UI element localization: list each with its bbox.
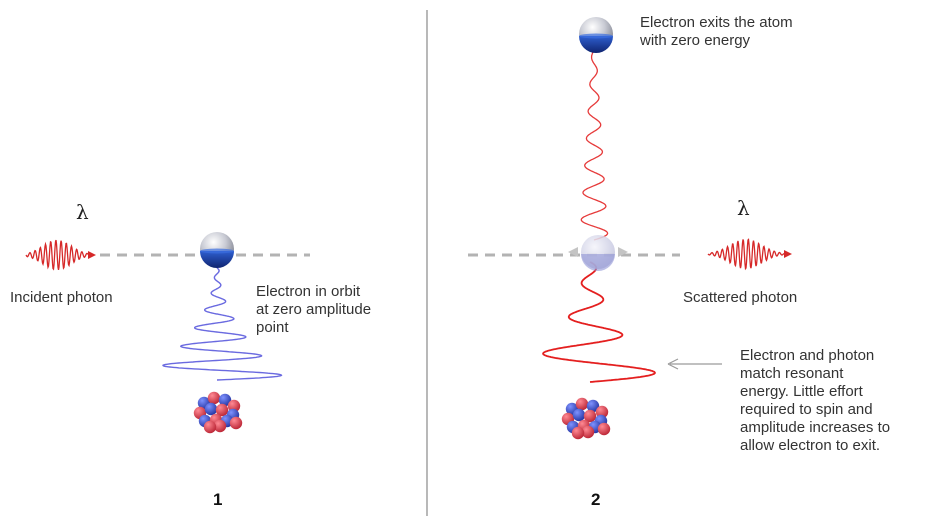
panel-number-2: 2 (591, 490, 601, 509)
atomic-nucleus-right (561, 397, 611, 440)
electron-exit-wave (580, 49, 609, 241)
exiting-electron (579, 17, 613, 53)
neutron-particle (586, 399, 600, 413)
proton-particle (597, 422, 611, 436)
proton-particle (227, 399, 241, 413)
high-amplitude-spiral (542, 261, 656, 383)
electron-in-orbit (200, 232, 234, 268)
low-amplitude-spiral (162, 267, 283, 381)
neutron-particle (572, 408, 586, 422)
proton-particle (575, 397, 589, 411)
resonance-explanation-label: Electron and photon match resonant energ… (740, 347, 891, 454)
scattered-photon-wave (707, 238, 792, 271)
proton-particle (595, 405, 609, 419)
resonance-pointer-arrow (667, 358, 722, 370)
neutron-particle (204, 402, 218, 416)
scattered-photon-label: Scattered photon (683, 289, 798, 306)
incident-photon-label: Incident photon (10, 289, 113, 306)
proton-particle (203, 420, 217, 434)
electron-in-orbit-label: Electron in orbit at zero amplitude poin… (256, 283, 372, 336)
proton-particle (215, 403, 229, 417)
neutron-particle (218, 393, 232, 407)
proton-particle (583, 409, 597, 423)
scattered-photon-arrowhead (784, 250, 792, 258)
electron-exit-label: Electron exits the atom with zero energy (640, 14, 793, 49)
proton-particle (213, 419, 227, 433)
ghost-electron (568, 235, 628, 271)
proton-particle (207, 391, 221, 405)
panel-number-1: 1 (213, 490, 223, 509)
wavelength-symbol-right: λ (737, 196, 750, 220)
proton-particle (571, 426, 585, 440)
proton-particle (229, 416, 243, 430)
incident-photon-arrowhead (88, 251, 96, 259)
atomic-nucleus-left (193, 391, 243, 434)
wavelength-symbol-left: λ (76, 200, 89, 224)
proton-particle (581, 425, 595, 439)
incident-photon-wave (25, 239, 96, 271)
